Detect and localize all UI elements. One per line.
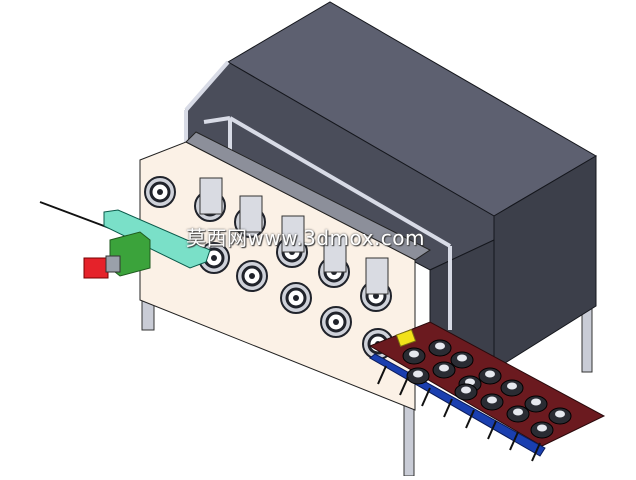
bracket-1 xyxy=(239,195,263,233)
machine-housing xyxy=(185,1,597,371)
conveyor-roller-top-1 xyxy=(435,342,445,350)
conveyor-roller-top-0 xyxy=(409,350,419,358)
leg-1 xyxy=(403,399,415,477)
conveyor-pin-7 xyxy=(531,442,541,462)
conveyor-roller-top-9 xyxy=(487,396,497,404)
roller-axle-6 xyxy=(211,255,217,261)
conveyor-pins xyxy=(377,365,541,462)
conveyor-pin-3 xyxy=(443,398,453,418)
roller-axle-8 xyxy=(293,295,299,301)
bracket-3 xyxy=(323,235,347,273)
conveyor-rollers xyxy=(402,339,572,439)
bracket-0 xyxy=(199,177,223,215)
roller-axle-9 xyxy=(333,319,339,325)
output-conveyor xyxy=(368,321,606,462)
conveyor-roller-top-4 xyxy=(439,364,449,372)
roller-brackets xyxy=(199,177,389,295)
conveyor-pin-5 xyxy=(487,420,497,440)
conveyor-roller-top-13 xyxy=(537,424,547,432)
frame-bar-4 xyxy=(228,116,452,248)
conveyor-roller-top-7 xyxy=(507,382,517,390)
conveyor-pin-6 xyxy=(509,431,519,451)
wire-guide-assembly xyxy=(39,201,211,279)
bracket-2 xyxy=(281,215,305,253)
bracket-4 xyxy=(365,257,389,295)
conveyor-sensor xyxy=(395,328,417,348)
conveyor-pin-4 xyxy=(465,409,475,429)
motor-coupling xyxy=(105,255,121,273)
frame-bar-1 xyxy=(184,60,230,112)
guide-plate xyxy=(103,209,211,269)
conveyor-pin-1 xyxy=(399,376,409,396)
roller-axle-0 xyxy=(157,189,163,195)
conveyor-pin-0 xyxy=(377,365,387,385)
conveyor-roller-top-6 xyxy=(485,370,495,378)
conveyor-roller-top-11 xyxy=(531,398,541,406)
frame-bar-2 xyxy=(203,116,231,124)
conveyor-roller-top-8 xyxy=(461,386,471,394)
conveyor-roller-top-2 xyxy=(457,354,467,362)
conveyor-roller-top-3 xyxy=(413,370,423,378)
conveyor-roller-top-10 xyxy=(513,408,523,416)
roller-axle-7 xyxy=(249,273,255,279)
motor-body xyxy=(83,257,109,279)
panel-top-edge xyxy=(185,131,431,261)
conveyor-pin-2 xyxy=(421,387,431,407)
conveyor-roller-top-12 xyxy=(555,410,565,418)
